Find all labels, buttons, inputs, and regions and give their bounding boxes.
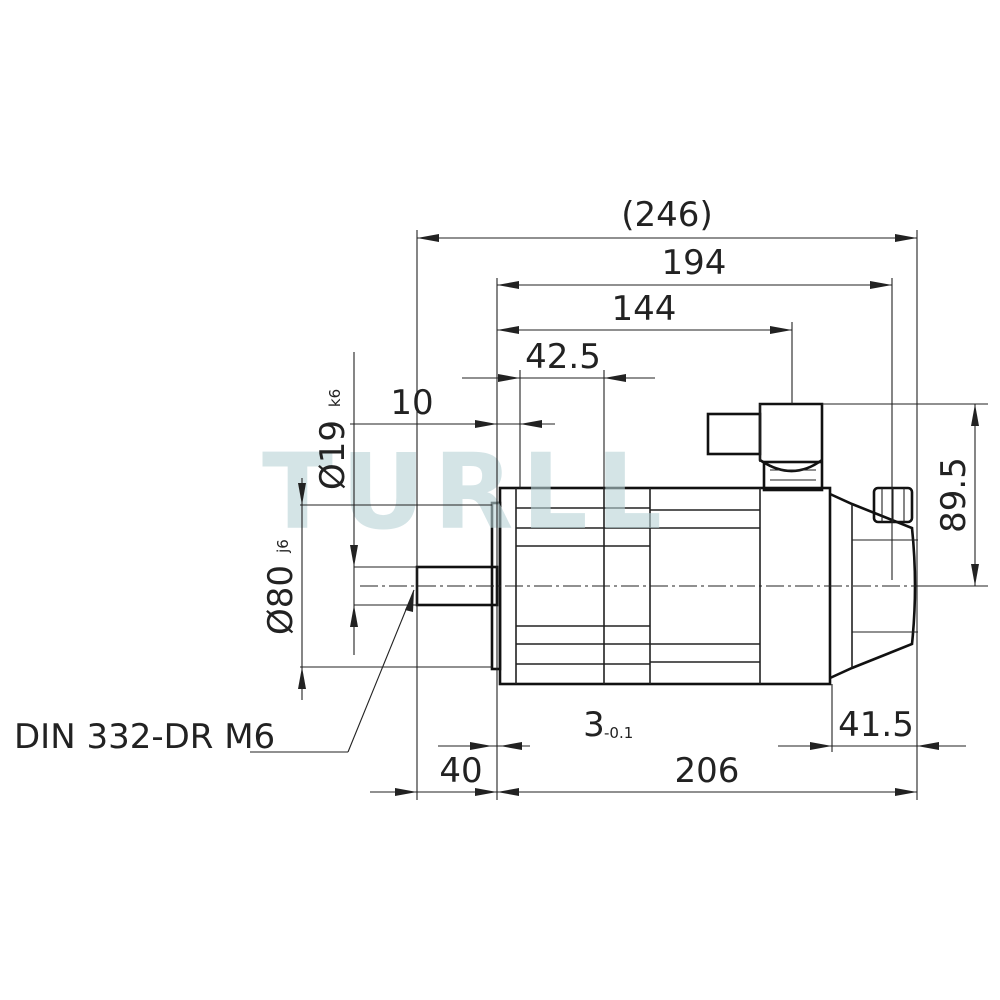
dim-connector-position: 144 — [612, 289, 677, 329]
dim-motor-length: 206 — [675, 751, 740, 791]
dim-pilot-diameter: Ø80 — [261, 565, 301, 635]
dim-shaft-key-offset: 10 — [390, 383, 433, 423]
dim-flange-section: 42.5 — [525, 337, 601, 377]
dim-height: 89.5 — [934, 457, 974, 533]
dim-overall-length: (246) — [621, 195, 712, 235]
dim-flange-thickness: 3 — [583, 705, 605, 745]
dim-shaft-tolerance: k6 — [326, 389, 344, 407]
dim-flange-thickness-tolerance: -0.1 — [604, 724, 633, 742]
dimension-lines — [298, 234, 979, 796]
power-connector — [706, 402, 824, 492]
dim-body-length: 194 — [662, 243, 727, 283]
dim-shaft-diameter: Ø19 — [313, 420, 353, 490]
dim-rear-length: 41.5 — [838, 705, 914, 745]
watermark-text: TURLL — [262, 431, 670, 553]
dim-shaft-length: 40 — [439, 751, 482, 791]
extension-lines — [300, 230, 988, 800]
callout-leader — [250, 589, 415, 753]
callout-text: DIN 332-DR M6 — [14, 717, 275, 757]
dim-pilot-tolerance: j6 — [274, 539, 292, 554]
